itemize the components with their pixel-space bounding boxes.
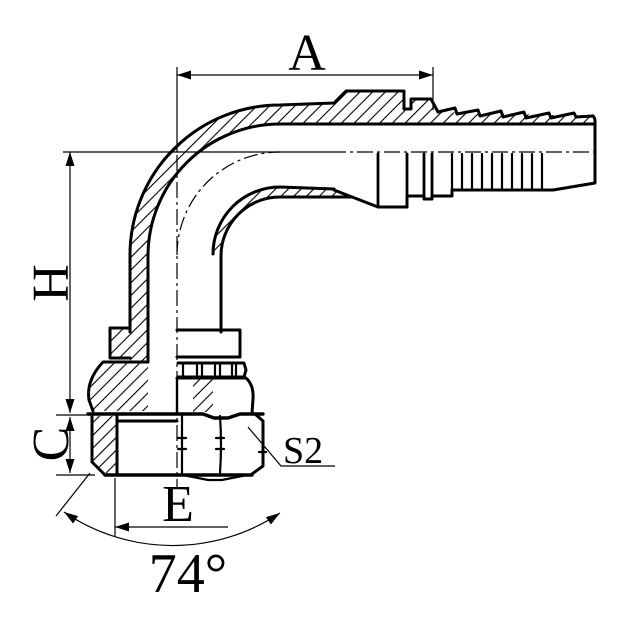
nut-bottom-chamfer [181,473,249,482]
label-dim-h: H [23,264,80,302]
fitting-details [176,152,544,482]
label-seat-angle: 74° [149,543,227,605]
label-dim-c: C [23,427,80,462]
arrowhead [265,513,280,525]
arrowhead [65,417,75,431]
dimension-e [114,478,228,536]
nipple-end [332,114,597,209]
arrowhead [419,70,433,80]
arrowhead [64,512,79,524]
hex-flat-edges [176,414,268,475]
arrowhead [65,399,75,413]
collar-neck-edges [376,152,434,209]
section-hatching [88,91,593,473]
label-dim-a: A [288,25,326,82]
fitting-outline [86,89,597,477]
flare-left-profile [87,360,150,413]
dimensions [55,67,434,547]
dimension-seat-angle [55,472,281,547]
elbow-outer-profile [128,89,440,334]
arrowhead [65,459,75,473]
hex-nut-left [90,414,107,477]
bore-inner-line [146,122,595,257]
centerlines [63,67,599,487]
label-dim-e: E [162,476,194,533]
dimension-a [177,67,434,110]
label-wrench-size: S2 [283,430,323,472]
arrowhead [115,522,129,532]
inner-corner-wall [219,195,354,334]
sleeve-segments [181,361,238,379]
bend-centerline-arc [176,151,281,256]
swivel-dome [175,376,255,415]
arrowhead [65,152,75,166]
labels: A H C E S2 74° [23,25,326,605]
collar-right [175,328,242,359]
bore-bottom-line [211,185,336,256]
arrowhead [177,70,191,80]
s2-leader [247,426,335,467]
collar-step-left [108,326,132,360]
dimension-h [56,152,92,416]
barb-serration [436,106,595,120]
barb-edges [450,152,544,192]
hex-nut-right [250,412,265,476]
